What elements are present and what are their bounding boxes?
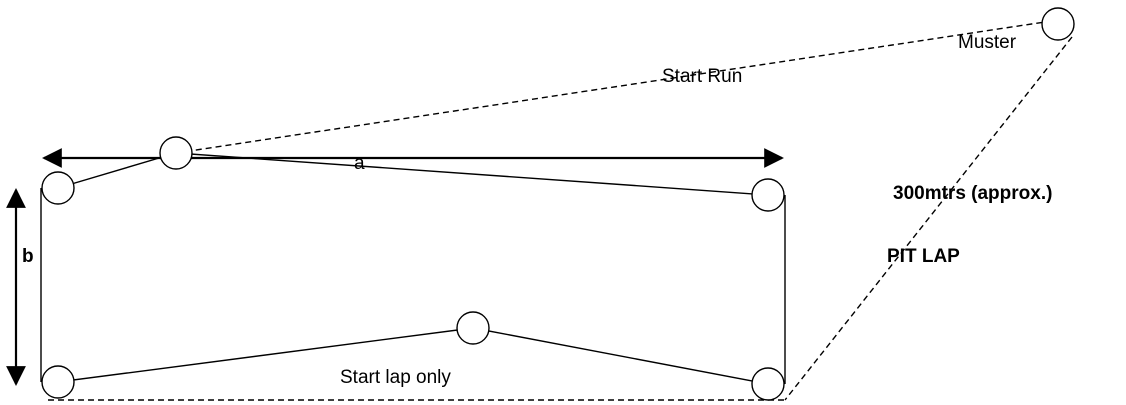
top-left-corner-marker — [41, 171, 75, 205]
distance-label: 300mtrs (approx.) — [893, 183, 1052, 204]
muster-label: Muster — [958, 32, 1017, 53]
top-apex-marker — [159, 136, 193, 170]
top-right-corner-marker — [751, 178, 785, 212]
pit-lap-path — [784, 36, 1073, 401]
bottom-right-corner-marker — [751, 367, 785, 401]
start-run-path — [175, 19, 1059, 154]
track-top-segment-right — [175, 152, 769, 196]
bottom-apex-marker — [456, 311, 490, 345]
start-run-label: Start Run — [662, 66, 742, 87]
muster-marker — [1041, 7, 1075, 41]
pit-lap-label: PIT LAP — [887, 246, 960, 267]
dimension-a-label: a — [354, 153, 365, 174]
track-bottom-segment-left — [57, 327, 474, 383]
dimension-b-label: b — [22, 246, 34, 267]
track-bottom-segment-right — [472, 327, 769, 385]
start-lap-only-label: Start lap only — [340, 367, 451, 388]
bottom-left-corner-marker — [41, 365, 75, 399]
